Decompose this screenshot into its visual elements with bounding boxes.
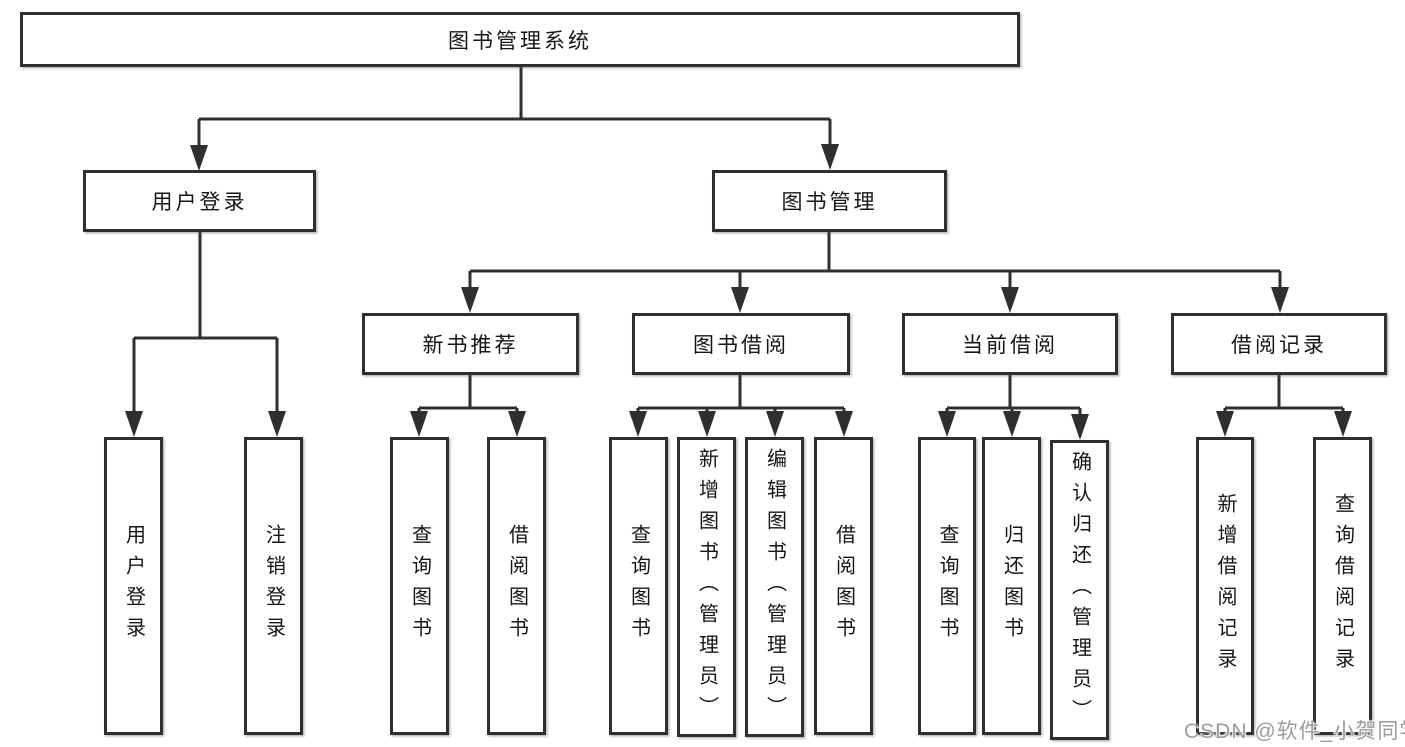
node-leaf-query-record: 查询借阅记录 bbox=[1313, 437, 1372, 735]
node-root-label: 图书管理系统 bbox=[448, 29, 592, 53]
node-leaf-return-book-label: 归还图书 bbox=[1000, 524, 1023, 648]
arrowhead-leaf-borrow-book-1 bbox=[508, 411, 526, 437]
connector-borrow-record-children bbox=[1216, 375, 1352, 437]
node-leaf-borrow-book-1: 借阅图书 bbox=[487, 437, 546, 735]
node-leaf-query-book-3-label: 查询图书 bbox=[936, 524, 958, 648]
node-leaf-query-record-label: 查询借阅记录 bbox=[1331, 493, 1354, 679]
connector-book-borrow-children bbox=[629, 375, 853, 437]
node-leaf-add-book: 新增图书（管理员） bbox=[677, 437, 736, 737]
connector-new-book-rec-children bbox=[410, 375, 526, 437]
node-leaf-borrow-book-1-label: 借阅图书 bbox=[505, 524, 528, 648]
node-leaf-logout-label: 注销登录 bbox=[262, 524, 285, 648]
arrowhead-new-book-rec bbox=[461, 287, 479, 313]
connector-root-to-level2 bbox=[190, 67, 839, 171]
arrowhead-leaf-add-record bbox=[1216, 411, 1234, 437]
node-leaf-user-login-label: 用户登录 bbox=[122, 524, 145, 648]
node-leaf-confirm-return-label: 确认归还（管理员） bbox=[1068, 450, 1091, 730]
arrowhead-leaf-edit-book bbox=[766, 411, 784, 437]
node-new-book-rec: 新书推荐 bbox=[362, 313, 579, 375]
node-leaf-query-book-1: 查询图书 bbox=[390, 437, 449, 735]
arrowhead-book-borrow bbox=[731, 287, 749, 313]
node-leaf-edit-book-label: 编辑图书（管理员） bbox=[763, 447, 786, 727]
arrowhead-leaf-logout bbox=[268, 411, 286, 437]
node-book-mgmt-label: 图书管理 bbox=[781, 191, 878, 214]
node-borrow-record-label: 借阅记录 bbox=[1231, 334, 1327, 357]
arrowhead-leaf-query-book-2 bbox=[629, 411, 647, 437]
node-leaf-add-record-label: 新增借阅记录 bbox=[1214, 493, 1236, 679]
arrowhead-borrow-record bbox=[1271, 287, 1289, 313]
node-borrow-record: 借阅记录 bbox=[1171, 313, 1387, 375]
node-leaf-query-book-2: 查询图书 bbox=[609, 437, 668, 735]
node-leaf-logout: 注销登录 bbox=[244, 437, 303, 735]
node-current-borrow-label: 当前借阅 bbox=[962, 334, 1058, 357]
arrowhead-user-login bbox=[190, 145, 208, 171]
arrowhead-leaf-confirm-return bbox=[1071, 414, 1089, 440]
node-leaf-add-record: 新增借阅记录 bbox=[1196, 437, 1254, 735]
node-leaf-borrow-book-2: 借阅图书 bbox=[814, 437, 873, 735]
arrowhead-leaf-user-login bbox=[125, 411, 143, 437]
node-leaf-edit-book: 编辑图书（管理员） bbox=[745, 437, 804, 737]
arrowhead-leaf-borrow-book-2 bbox=[835, 411, 853, 437]
node-leaf-confirm-return: 确认归还（管理员） bbox=[1050, 440, 1109, 740]
node-leaf-add-book-label: 新增图书（管理员） bbox=[695, 447, 718, 727]
node-leaf-query-book-1-label: 查询图书 bbox=[408, 524, 431, 648]
arrowhead-leaf-query-book-1 bbox=[410, 411, 428, 437]
node-leaf-borrow-book-2-label: 借阅图书 bbox=[832, 524, 855, 648]
node-user-login: 用户登录 bbox=[83, 170, 316, 232]
connector-book-mgmt-children bbox=[461, 232, 1289, 313]
csdn-watermark: CSDN @软件_小贺同学 bbox=[1184, 720, 1405, 743]
node-leaf-query-book-2-label: 查询图书 bbox=[627, 524, 650, 648]
node-leaf-query-book-3: 查询图书 bbox=[918, 437, 976, 735]
node-book-borrow: 图书借阅 bbox=[632, 313, 850, 375]
arrowhead-book-mgmt bbox=[821, 144, 839, 170]
node-new-book-rec-label: 新书推荐 bbox=[422, 334, 519, 357]
node-leaf-return-book: 归还图书 bbox=[982, 437, 1041, 735]
arrowhead-current-borrow bbox=[1001, 287, 1019, 313]
arrowhead-leaf-return-book bbox=[1003, 411, 1021, 437]
node-leaf-user-login: 用户登录 bbox=[104, 437, 163, 735]
node-current-borrow: 当前借阅 bbox=[902, 313, 1118, 375]
node-root: 图书管理系统 bbox=[20, 12, 1020, 67]
node-book-mgmt: 图书管理 bbox=[712, 170, 947, 232]
connector-current-borrow-children bbox=[938, 375, 1089, 440]
arrowhead-leaf-query-book-3 bbox=[938, 411, 956, 437]
node-user-login-label: 用户登录 bbox=[151, 191, 248, 214]
arrowhead-leaf-query-record bbox=[1334, 411, 1352, 437]
node-book-borrow-label: 图书借阅 bbox=[693, 334, 789, 357]
connector-user-login-children bbox=[125, 232, 286, 437]
arrowhead-leaf-add-book bbox=[698, 411, 716, 437]
